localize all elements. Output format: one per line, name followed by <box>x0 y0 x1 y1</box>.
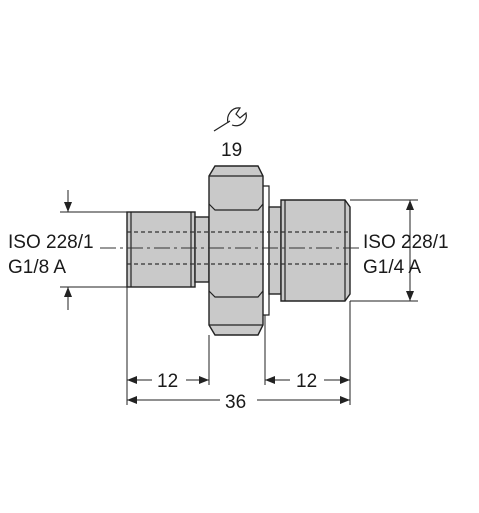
left-diameter-marker <box>60 190 127 310</box>
right-length-dimension <box>265 376 350 384</box>
right-collar <box>268 206 282 295</box>
left-thread-size: G1/8 A <box>8 257 66 278</box>
right-thread-size: G1/4 A <box>363 257 421 278</box>
extension-lines <box>126 287 351 405</box>
right-diameter-marker <box>350 199 418 302</box>
total-length-label: 36 <box>225 392 246 413</box>
left-length-label: 12 <box>157 371 178 392</box>
right-thread-body <box>280 199 351 302</box>
wrench-size-label: 19 <box>221 140 242 161</box>
hex-nut <box>208 165 270 336</box>
total-length-dimension <box>127 396 350 404</box>
right-length-label: 12 <box>296 371 317 392</box>
left-thread-standard: ISO 228/1 <box>8 232 94 253</box>
right-thread-standard: ISO 228/1 <box>363 232 449 253</box>
left-neck <box>194 216 210 283</box>
left-thread-body <box>126 211 196 288</box>
left-length-dimension <box>127 376 209 384</box>
wrench-icon <box>213 107 247 132</box>
